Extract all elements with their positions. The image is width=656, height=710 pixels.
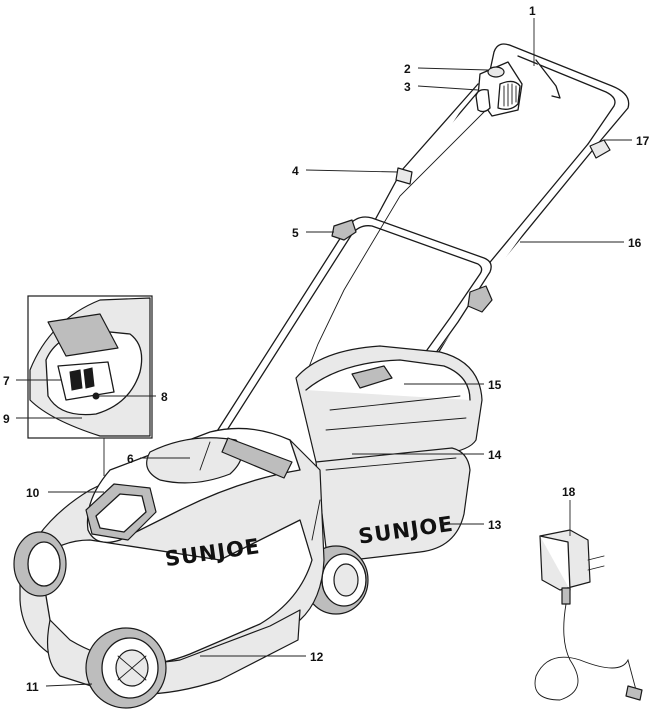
front-left-wheel-upper <box>13 531 67 597</box>
callout-11: 11 <box>26 680 39 694</box>
callout-10: 10 <box>26 486 40 500</box>
battery-compartment-inset <box>27 295 153 476</box>
callout-3: 3 <box>404 80 411 94</box>
callout-2: 2 <box>404 62 411 76</box>
callout-8: 8 <box>161 390 168 404</box>
charger <box>534 529 643 701</box>
callout-labels: 1 2 3 4 5 6 7 8 9 10 11 12 13 14 15 16 1… <box>3 4 650 694</box>
callout-17: 17 <box>636 134 650 148</box>
callout-6: 6 <box>127 452 134 466</box>
grass-bag: SUNJOE <box>295 345 483 561</box>
callout-12: 12 <box>310 650 324 664</box>
front-wheel <box>85 627 167 709</box>
callout-18: 18 <box>562 485 576 499</box>
callout-9: 9 <box>3 412 10 426</box>
callout-14: 14 <box>488 448 502 462</box>
callout-16: 16 <box>628 236 642 250</box>
mower-deck: SUNJOE <box>13 427 369 709</box>
callout-4: 4 <box>292 164 299 178</box>
callout-13: 13 <box>488 518 502 532</box>
callout-15: 15 <box>488 378 502 392</box>
leader-lines <box>16 18 632 687</box>
callout-7: 7 <box>3 374 10 388</box>
switch-box <box>475 59 561 117</box>
callout-1: 1 <box>529 4 536 18</box>
callout-5: 5 <box>292 226 299 240</box>
